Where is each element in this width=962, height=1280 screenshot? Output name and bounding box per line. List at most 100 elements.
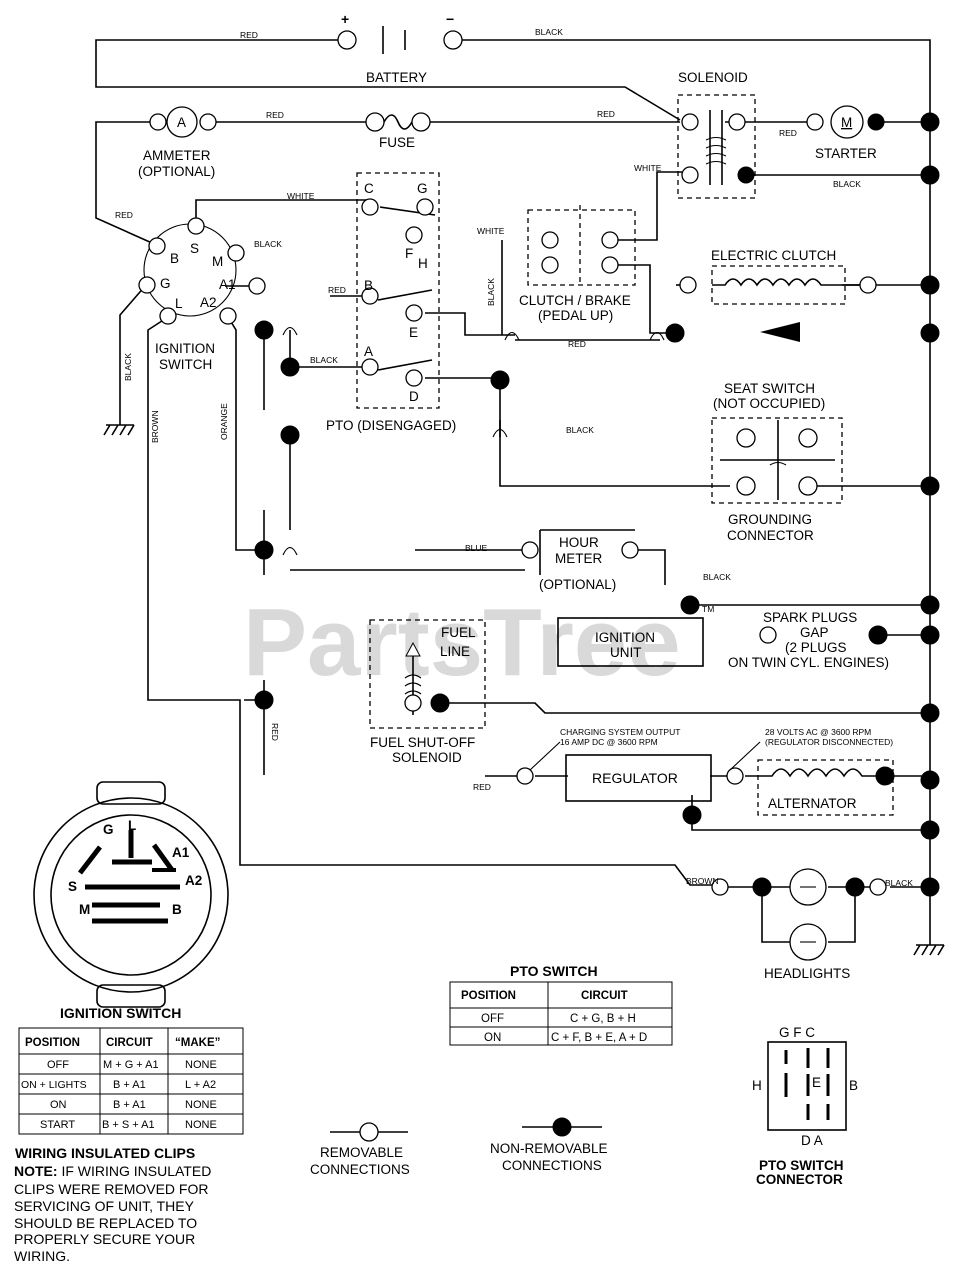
headlights-label: HEADLIGHTS [764, 966, 850, 981]
wire-label-black-ignition: BLACK [254, 239, 282, 249]
hour-meter-label-3: (OPTIONAL) [539, 577, 616, 592]
seat-switch-label-3: GROUNDING [728, 512, 812, 527]
ignition-switch: B S M A1 A2 L G IGNITION SWITCH [138, 217, 266, 372]
ammeter: A AMMETER (OPTIONAL) [138, 106, 217, 179]
regulator-input-1: 28 VOLTS AC @ 3600 RPM [765, 727, 871, 737]
ign-face-b: B [172, 902, 182, 917]
ign-table-header-make: “MAKE” [175, 1037, 220, 1049]
ign-table-row1-pos: OFF [47, 1059, 69, 1071]
electric-clutch-label: ELECTRIC CLUTCH [711, 248, 836, 263]
ign-table-header-circuit: CIRCUIT [106, 1037, 153, 1049]
ignition-switch-face: G L A1 S A2 M B [33, 781, 229, 1008]
wire-label-red-battery: RED [240, 30, 258, 40]
legend-nonremovable-1: NON-REMOVABLE [490, 1141, 608, 1156]
ign-terminal-a2: A2 [200, 295, 217, 310]
battery-plus-sign: + [341, 11, 349, 27]
legend-nonremovable-2: CONNECTIONS [502, 1158, 602, 1173]
wire-label-black-seat: BLACK [566, 425, 594, 435]
ign-terminal-l: L [175, 296, 183, 311]
starter-label: STARTER [815, 146, 877, 161]
wire-label-white-ignition: WHITE [287, 191, 315, 201]
regulator-output-2: 16 AMP DC @ 3600 RPM [560, 737, 658, 747]
ign-table-row2-circuit: B + A1 [113, 1079, 146, 1091]
wire-label-red-regulator: RED [473, 782, 491, 792]
ign-table-row3-circuit: B + A1 [113, 1099, 146, 1111]
pto-table-title: PTO SWITCH [510, 963, 598, 979]
pto-terminal-d: D [409, 389, 419, 404]
solenoid: SOLENOID [677, 70, 756, 199]
battery-label: BATTERY [366, 70, 427, 85]
note-line-1: NOTE: IF WIRING INSULATED [14, 1163, 211, 1179]
pto-table-header-circuit: CIRCUIT [581, 990, 628, 1002]
headlights: HEADLIGHTS [711, 868, 887, 981]
note-title: WIRING INSULATED CLIPS [15, 1145, 195, 1161]
pto-table-row1-pos: OFF [481, 1013, 504, 1025]
fuel-line-label-1: FUEL [441, 625, 476, 640]
note-line-6: WIRING. [14, 1248, 70, 1264]
starter-symbol: M [841, 115, 852, 130]
clutch-brake-label-1: CLUTCH / BRAKE [519, 293, 631, 308]
wire-label-red-ignition: RED [115, 210, 133, 220]
clutch-brake-switch: CLUTCH / BRAKE (PEDAL UP) [519, 205, 636, 323]
battery: + − BATTERY [337, 11, 463, 85]
solenoid-label: SOLENOID [678, 70, 748, 85]
ign-terminal-s: S [190, 241, 199, 256]
note-prefix: NOTE: [14, 1163, 58, 1179]
ignition-table-title: IGNITION SWITCH [60, 1005, 181, 1021]
pto-connector-center: E [812, 1075, 821, 1090]
pto-switch-connector: G F C H E B D A PTO SWITCH CONNECTOR [752, 1025, 858, 1187]
pto-table-row2-circuit: C + F, B + E, A + D [551, 1032, 647, 1044]
wires [95, 39, 945, 956]
ignition-switch-table: IGNITION SWITCH POSITION CIRCUIT “MAKE” … [18, 1005, 244, 1135]
watermark-tm: TM [702, 604, 714, 614]
ign-terminal-b: B [170, 251, 179, 266]
regulator-output-1: CHARGING SYSTEM OUTPUT [560, 727, 680, 737]
pto-terminal-b: B [364, 278, 373, 293]
pto-table-row1-circuit: C + G, B + H [570, 1013, 636, 1025]
regulator: REGULATOR CHARGING SYSTEM OUTPUT 16 AMP … [516, 727, 893, 802]
spark-plugs-label-2: GAP [800, 625, 829, 640]
ign-face-m: M [79, 902, 90, 917]
wire-label-brown-headlight: BROWN [686, 876, 719, 886]
note-line-3: SERVICING OF UNIT, THEY [14, 1198, 195, 1214]
fuel-solenoid-label-1: FUEL SHUT-OFF [370, 735, 475, 750]
wire-label-red-flipped: RED [270, 723, 280, 741]
ign-terminal-m: M [212, 254, 223, 269]
watermark: PartsTree [243, 589, 681, 696]
pto-terminal-e: E [409, 325, 418, 340]
battery-minus-sign: − [446, 11, 454, 27]
hour-meter: HOUR METER (OPTIONAL) [521, 535, 639, 592]
legend: REMOVABLE CONNECTIONS NON-REMOVABLE CONN… [310, 1117, 608, 1177]
pto-table-header-position: POSITION [461, 990, 516, 1002]
regulator-input-2: (REGULATOR DISCONNECTED) [765, 737, 893, 747]
legend-removable-2: CONNECTIONS [310, 1162, 410, 1177]
ign-face-g: G [103, 822, 114, 837]
pto-connector-top: G F C [779, 1025, 815, 1040]
seat-switch-label-4: CONNECTOR [727, 528, 814, 543]
pto-terminal-a: A [364, 344, 373, 359]
insulated-clips [282, 326, 665, 556]
fuel-solenoid: FUEL LINE FUEL SHUT-OFF SOLENOID [369, 619, 486, 765]
pto-terminal-h: H [418, 256, 428, 271]
alternator: ALTERNATOR [745, 759, 894, 816]
ign-table-header-position: POSITION [25, 1037, 80, 1049]
fuse-label: FUSE [379, 135, 415, 150]
wire-label-red-clutch: RED [568, 339, 586, 349]
wire-label-white-solenoid: WHITE [634, 163, 662, 173]
ign-face-l: L [128, 818, 136, 833]
note-line-1-text: IF WIRING INSULATED [58, 1163, 212, 1179]
wire-label-orange-vertical: ORANGE [219, 403, 229, 440]
pto-terminal-g: G [417, 181, 428, 196]
wire-label-red-solenoid: RED [597, 109, 615, 119]
clutch-brake-label-2: (PEDAL UP) [538, 308, 613, 323]
seat-switch-label-2: (NOT OCCUPIED) [713, 396, 825, 411]
wire-labels: RED BLACK RED RED RED BLACK WHITE RED WH… [115, 27, 913, 888]
pto-connector-label-2: CONNECTOR [756, 1172, 843, 1187]
wiring-note: WIRING INSULATED CLIPS NOTE: IF WIRING I… [14, 1145, 211, 1264]
seat-switch-label-1: SEAT SWITCH [724, 381, 815, 396]
spark-plugs-label-3: (2 PLUGS [785, 640, 847, 655]
note-line-2: CLIPS WERE REMOVED FOR [14, 1181, 208, 1197]
wire-label-blue: BLUE [465, 543, 488, 553]
seat-switch: SEAT SWITCH (NOT OCCUPIED) GROUNDING CON… [711, 381, 843, 543]
